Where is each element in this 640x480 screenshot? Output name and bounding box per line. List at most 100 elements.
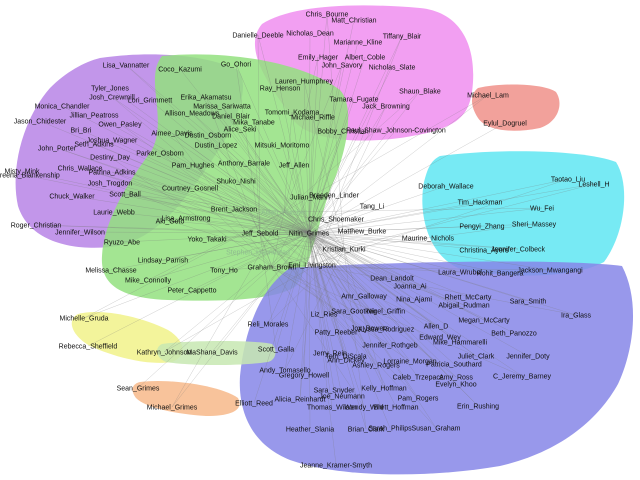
node[interactable]: Scott_Galla: [258, 347, 294, 354]
node[interactable]: Joanna_Ai: [393, 284, 427, 291]
node[interactable]: Emily_Hager: [298, 55, 339, 62]
node[interactable]: Jennifer_Colbeck: [491, 247, 546, 254]
node[interactable]: Joy_Bowers: [351, 326, 390, 333]
node[interactable]: Go_Ohori: [221, 62, 252, 69]
node[interactable]: Caleb_Trzepacz: [393, 375, 444, 382]
node[interactable]: Seth_Adkins: [74, 142, 114, 149]
node[interactable]: Bri_Bri: [70, 128, 91, 135]
node[interactable]: Sara_Smith: [510, 299, 547, 306]
node[interactable]: Evelyn_Khoo: [435, 382, 476, 389]
node[interactable]: Michael_Lam: [467, 93, 509, 100]
node[interactable]: Ann_Dickey: [327, 358, 365, 365]
node[interactable]: Jeanne_Kramer-Smyth: [300, 463, 372, 470]
node[interactable]: Shuko_Nishi: [216, 179, 256, 186]
node[interactable]: Elliott_Reed: [235, 401, 273, 408]
node[interactable]: Tim_Hackman: [458, 200, 503, 207]
node[interactable]: Josh_Crewmill: [89, 95, 135, 102]
node[interactable]: Chris_Bourne: [306, 12, 349, 19]
node[interactable]: Jeff_Allen: [279, 163, 310, 170]
node[interactable]: Tom_DiScala: [325, 354, 366, 361]
node[interactable]: Maurine_Nichols: [402, 236, 455, 243]
node[interactable]: Aimee_Davis: [151, 131, 193, 138]
node[interactable]: Julian_Marin: [290, 195, 330, 202]
node[interactable]: Sara_Gootkeir: [331, 309, 377, 316]
node[interactable]: Eylul_Dogruel: [483, 121, 527, 128]
node[interactable]: Alliah_Humber: [261, 210, 308, 217]
node[interactable]: Alyssa_Rodriguez: [358, 327, 415, 334]
node[interactable]: John_Savory: [322, 63, 363, 70]
node[interactable]: Jennifer_Wilson: [55, 230, 105, 237]
node[interactable]: Taotao_Liu: [551, 177, 585, 184]
node[interactable]: Juliet_Clark: [458, 354, 495, 361]
node[interactable]: Josh_Trogdon: [88, 181, 133, 188]
node[interactable]: Emi_Livingston: [288, 263, 336, 270]
node[interactable]: Patty_Reeber: [315, 330, 358, 337]
node[interactable]: Aki_Goto: [156, 219, 185, 226]
node[interactable]: Kelly_Hoffman: [361, 386, 407, 393]
node[interactable]: Peter_Cappetto: [167, 288, 216, 295]
node[interactable]: Sara_Snyder: [314, 388, 356, 395]
node[interactable]: Patricia_Southard: [426, 362, 482, 369]
node[interactable]: C_Jeremy_Barney: [493, 374, 551, 381]
node[interactable]: Jennifer_Doty: [506, 354, 550, 361]
node[interactable]: Dustin_Lopez: [195, 143, 238, 150]
node[interactable]: Nicholas_Slate: [369, 65, 416, 72]
node[interactable]: Paul_Shaw_Johnson-Covington: [346, 128, 446, 135]
node[interactable]: Erika_Akamatsu: [181, 95, 232, 102]
node[interactable]: Danielle_Deeble: [232, 33, 283, 40]
node[interactable]: Daniel_Blair: [212, 114, 250, 121]
node[interactable]: Tiffany_Blair: [383, 34, 422, 41]
node[interactable]: Megan_McCarty: [458, 318, 510, 325]
node[interactable]: Lorraine_Morgan: [383, 359, 436, 366]
node[interactable]: Tony_Ho: [210, 268, 238, 275]
node[interactable]: Brian_Clark: [348, 427, 385, 434]
node[interactable]: Anthony_Barrale: [218, 161, 270, 168]
node[interactable]: Susan_Graham: [411, 426, 460, 433]
node[interactable]: Graham_Brown: [247, 265, 296, 272]
node[interactable]: Jerry_Rein: [313, 351, 347, 358]
node[interactable]: Jillian_Peatross: [69, 113, 119, 120]
node[interactable]: Stephen_Hannestad: [226, 250, 290, 257]
node[interactable]: Ryuzo_Abe: [104, 240, 140, 247]
node[interactable]: Laureena_Blankenship: [0, 173, 60, 180]
node[interactable]: Parker_Osborn: [136, 151, 184, 158]
node[interactable]: Christina_Ayers: [459, 248, 509, 255]
node[interactable]: Jeff_Sebold: [242, 231, 279, 238]
node[interactable]: Lori_Grimmett: [128, 98, 172, 105]
node[interactable]: Tamara_Fugate: [329, 97, 378, 104]
node[interactable]: Mike_Hammarelli: [433, 340, 488, 347]
node[interactable]: Dean_Landolt: [370, 276, 414, 283]
node[interactable]: Shaun_Blake: [399, 89, 441, 96]
node[interactable]: Tyler_Jones: [91, 86, 129, 93]
node[interactable]: Brent_Jackson: [211, 207, 257, 214]
node[interactable]: Nitin_Grimes: [289, 231, 330, 238]
node[interactable]: John_Porter: [38, 146, 77, 153]
node[interactable]: Albert_Coble: [345, 55, 386, 62]
node[interactable]: Jackson_Mwangangi: [517, 268, 583, 275]
node[interactable]: Edward_Wey: [419, 335, 461, 342]
node[interactable]: Scott_Ball: [109, 192, 141, 199]
node[interactable]: Braeden_Linder: [309, 193, 359, 200]
node[interactable]: Leshell_H: [578, 182, 609, 189]
node[interactable]: Pengyi_Zhang: [459, 224, 504, 231]
node[interactable]: Chuck_Walker: [49, 194, 95, 201]
node[interactable]: Tomomi_Kodama: [265, 110, 320, 117]
node[interactable]: Pam_Rogers: [398, 396, 439, 403]
node[interactable]: Nina_Ajami: [396, 297, 432, 304]
node[interactable]: Jennifer_Rothgeb: [362, 343, 417, 350]
node[interactable]: Mike_Connolly: [125, 278, 171, 285]
node[interactable]: Liz_Ries: [311, 312, 338, 319]
node[interactable]: Jack_Browning: [362, 104, 410, 111]
node[interactable]: Mitsuki_Moritomo: [255, 143, 310, 150]
node[interactable]: Joshua_Wagner: [87, 138, 138, 145]
node[interactable]: Reli_Morales: [248, 322, 289, 329]
node[interactable]: Melissa_Chasse: [85, 268, 136, 275]
node[interactable]: Sean_Grimes: [117, 386, 160, 393]
node[interactable]: Thomas_Wilson: [307, 405, 357, 412]
node[interactable]: Chris_Shoemaker: [308, 217, 365, 224]
node[interactable]: Wu_Fei: [530, 206, 554, 213]
node[interactable]: Owen_Pasley: [98, 122, 142, 129]
node[interactable]: Andy_Tomasello: [259, 368, 310, 375]
node[interactable]: Matt_Christian: [331, 18, 376, 25]
node[interactable]: Misty_Mink: [4, 169, 40, 176]
